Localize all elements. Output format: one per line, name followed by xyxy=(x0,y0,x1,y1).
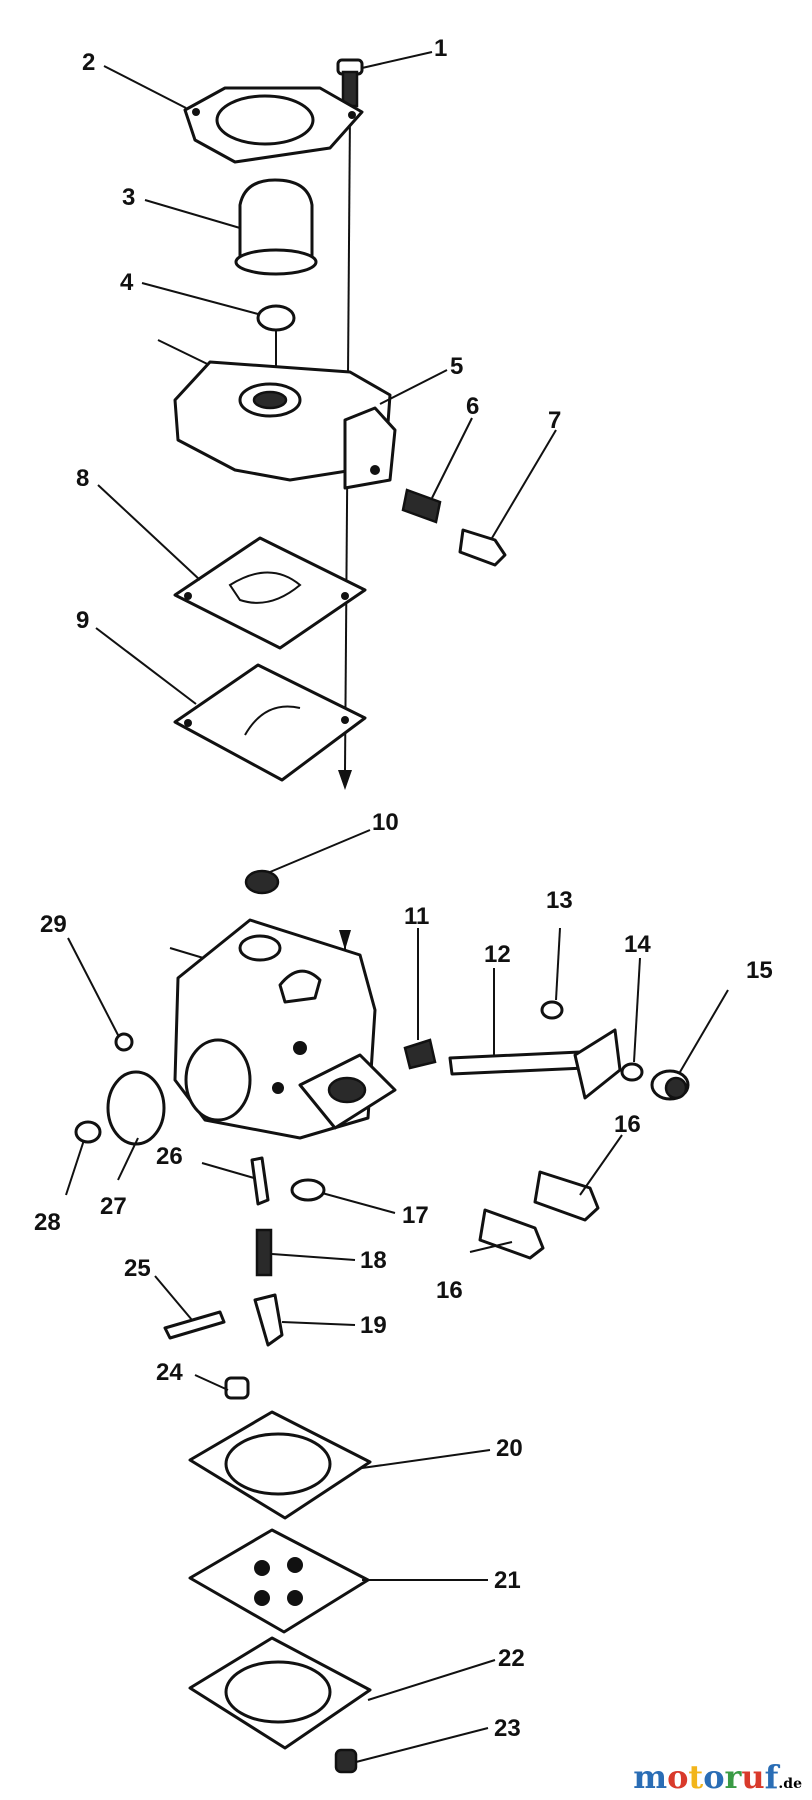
callout-17: 17 xyxy=(402,1202,429,1229)
site-watermark-logo: motoruf.de xyxy=(633,1758,802,1796)
part-15-knob xyxy=(650,1069,690,1101)
part-20-gasket xyxy=(188,1410,372,1520)
callout-28: 28 xyxy=(34,1209,61,1236)
callout-9: 9 xyxy=(76,607,89,634)
callout-29: 29 xyxy=(40,911,67,938)
callout-6: 6 xyxy=(466,393,479,420)
part-10-inlet-screen xyxy=(244,869,280,895)
part-5-pump-cover xyxy=(157,339,397,490)
callout-19: 19 xyxy=(360,1312,387,1339)
callout-11: 11 xyxy=(404,903,429,930)
callout-20: 20 xyxy=(496,1435,523,1462)
part-18-spring xyxy=(255,1228,273,1277)
callout-27: 27 xyxy=(100,1193,127,1220)
carburetor-body xyxy=(169,918,397,1140)
part-2-cover-plate xyxy=(183,86,364,164)
callout-12: 12 xyxy=(484,941,511,968)
callout-13: 13 xyxy=(546,887,573,914)
callout-5: 5 xyxy=(450,353,463,380)
callout-16-lower: 16 xyxy=(436,1277,463,1304)
callout-26: 26 xyxy=(156,1143,183,1170)
watermark-letter: m xyxy=(633,1758,668,1796)
part-21-diaphragm xyxy=(188,1528,370,1634)
part-16-needle-lower xyxy=(478,1208,545,1260)
part-8-gasket xyxy=(173,536,367,650)
part-24-screw xyxy=(224,1376,250,1400)
watermark-letter: f xyxy=(764,1758,779,1796)
part-12-throttle-shaft xyxy=(448,1028,622,1100)
callout-24: 24 xyxy=(156,1359,183,1386)
part-9-diaphragm xyxy=(173,663,367,782)
part-3-primer-bulb xyxy=(234,178,318,276)
part-25-pin xyxy=(163,1310,226,1340)
callout-21: 21 xyxy=(494,1567,521,1594)
callout-7: 7 xyxy=(548,407,561,434)
watermark-letter: o xyxy=(703,1758,725,1796)
part-27-disc xyxy=(106,1070,166,1146)
part-6-spring xyxy=(401,488,442,524)
part-22-gasket xyxy=(188,1636,372,1750)
callout-14: 14 xyxy=(624,931,651,958)
part-11-spring xyxy=(403,1038,437,1070)
callout-10: 10 xyxy=(372,809,399,836)
watermark-letter: r xyxy=(724,1758,742,1796)
part-28-screw xyxy=(74,1120,102,1144)
callout-18: 18 xyxy=(360,1247,387,1274)
part-1-screw xyxy=(336,58,364,108)
assembly-axis xyxy=(338,111,352,990)
watermark-letter: t xyxy=(688,1758,704,1796)
part-17-seat xyxy=(290,1178,326,1202)
callout-3: 3 xyxy=(122,184,135,211)
callout-15: 15 xyxy=(746,957,773,984)
part-7-screw xyxy=(458,528,507,567)
watermark-letter: o xyxy=(667,1758,689,1796)
watermark-letter: u xyxy=(741,1758,765,1796)
callout-22: 22 xyxy=(498,1645,525,1672)
part-13-e-clip xyxy=(540,1000,564,1020)
part-19-metering-lever xyxy=(253,1293,284,1347)
callout-25: 25 xyxy=(124,1255,151,1282)
callout-23: 23 xyxy=(494,1715,521,1742)
callout-labels: 1 2 3 4 5 6 7 8 9 10 11 12 13 14 15 16 1… xyxy=(34,35,773,1742)
part-26-inlet-needle xyxy=(250,1156,270,1206)
callout-leaders xyxy=(65,51,729,1763)
callout-4: 4 xyxy=(120,269,134,296)
part-16-needle-upper xyxy=(533,1170,600,1222)
callout-8: 8 xyxy=(76,465,89,492)
part-23-screw xyxy=(334,1748,358,1774)
part-14-washer xyxy=(620,1062,644,1082)
callout-16-upper: 16 xyxy=(614,1111,641,1138)
callout-1: 1 xyxy=(434,35,447,62)
watermark-tld: .de xyxy=(778,1776,802,1792)
part-29-clip xyxy=(114,1032,134,1052)
callout-2: 2 xyxy=(82,49,95,76)
